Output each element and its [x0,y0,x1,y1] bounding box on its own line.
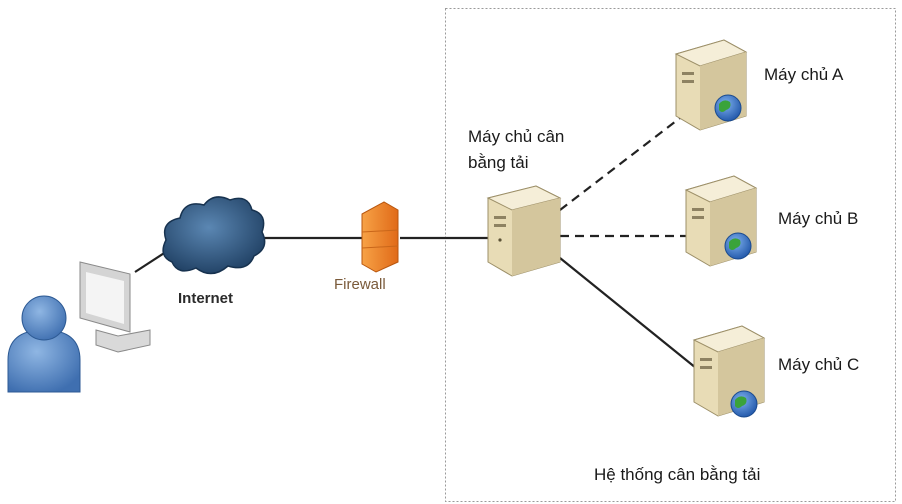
user-icon [7,295,81,393]
firewall-icon [361,201,399,273]
server-a-label: Máy chủ A [764,65,844,84]
internet-label: Internet [178,290,234,307]
firewall-label: Firewall [334,276,386,293]
link-lb-server-a [559,117,681,211]
internet-cloud-icon [162,196,266,275]
monitor-icon [79,261,151,353]
system-boundary [445,8,896,502]
load-balancer-server-icon [486,185,562,277]
connections [134,117,697,369]
link-lb-server-c [559,257,697,369]
server-a-icon [674,39,748,131]
server-b-label: Máy chủ B [778,209,859,228]
system-label: Hệ thống cân bằng tải [594,465,761,484]
load-balancer-label-line2: bằng tải [468,153,529,172]
server-b-icon [684,175,758,267]
load-balancer-label-line1: Máy chủ cân [468,127,565,146]
server-c-icon [692,325,766,418]
server-c-label: Máy chủ C [778,355,860,374]
